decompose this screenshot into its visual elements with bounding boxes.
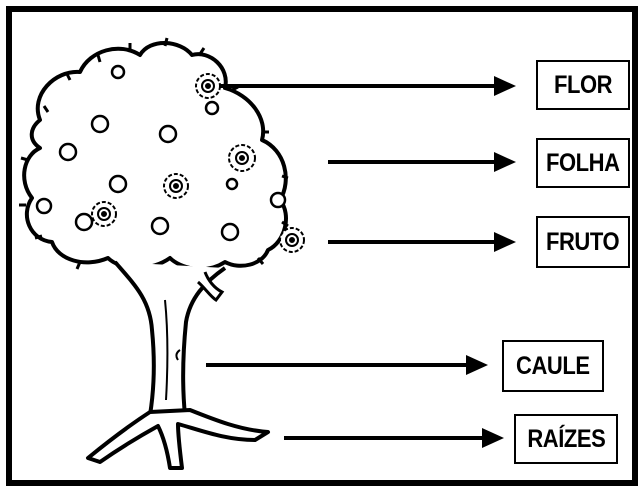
label-caule: CAULE — [502, 340, 604, 392]
label-raizes-text: RAÍZES — [526, 424, 606, 453]
label-fruto-text: FRUTO — [546, 227, 620, 256]
label-raizes: RAÍZES — [514, 414, 618, 464]
label-caule-text: CAULE — [516, 351, 590, 380]
arrow-raizes — [284, 428, 504, 448]
label-folha-text: FOLHA — [546, 148, 620, 177]
tree-roots — [86, 408, 270, 470]
label-fruto: FRUTO — [536, 216, 630, 268]
label-flor-text: FLOR — [553, 70, 613, 99]
label-folha: FOLHA — [536, 138, 630, 188]
arrow-folha — [328, 152, 516, 172]
tree-canopy — [22, 41, 288, 272]
fruit-icon — [35, 64, 287, 242]
arrow-caule — [206, 355, 488, 375]
arrow-fruto — [328, 232, 516, 252]
arrow-flor — [220, 76, 516, 96]
flower-icon — [91, 73, 305, 253]
label-flor: FLOR — [536, 60, 630, 110]
